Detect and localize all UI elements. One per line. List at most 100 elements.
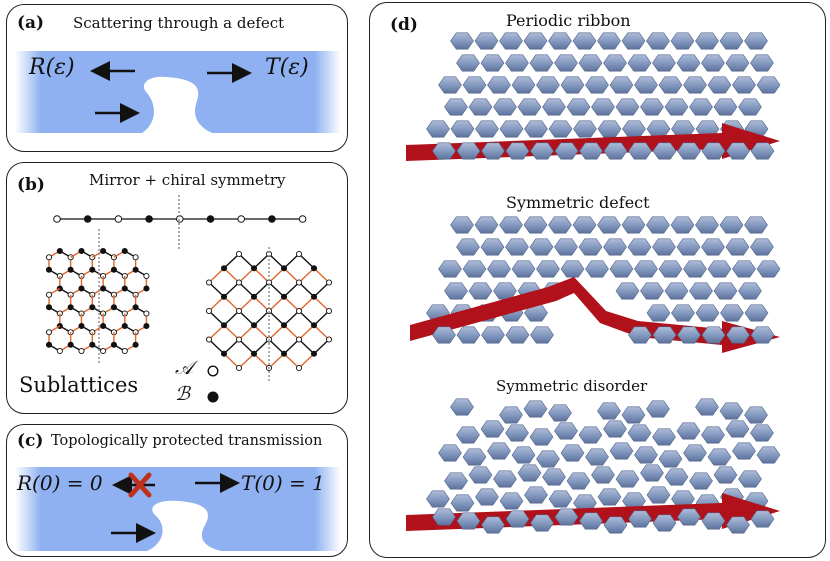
hexagon: [438, 260, 462, 278]
hexagon: [426, 120, 450, 138]
hexagon: [677, 142, 701, 160]
bond: [268, 253, 285, 269]
hexagon: [683, 260, 707, 278]
panel-label: (b): [17, 175, 45, 195]
legend-site-a: [207, 365, 219, 377]
hexagon: [652, 514, 677, 532]
site-b: [56, 247, 63, 255]
site-a: [235, 364, 243, 372]
site-a: [205, 307, 213, 315]
hexagon: [505, 510, 530, 528]
hexagon: [603, 420, 627, 438]
hexagon: [750, 326, 775, 344]
hexagon: [480, 420, 505, 438]
site-a: [143, 272, 150, 280]
site-b: [250, 265, 258, 272]
panel-b: (b) Mirror + chiral symmetry Sublattices…: [6, 162, 348, 414]
hexagon: [726, 142, 750, 160]
hexagon: [554, 238, 578, 256]
hexagon: [487, 442, 511, 460]
hexagon: [450, 32, 474, 50]
hexagon: [628, 510, 652, 528]
bond: [313, 296, 330, 312]
bond: [268, 281, 285, 298]
hexagon: [560, 76, 585, 94]
sublattice-a-label: 𝒜: [175, 357, 193, 379]
hexagon: [658, 76, 683, 94]
hexagon: [756, 446, 781, 464]
hexagon: [695, 216, 719, 234]
site-b: [250, 322, 258, 329]
site-a: [45, 291, 53, 298]
hexagon: [529, 238, 554, 256]
hexagon: [750, 424, 774, 442]
hexagon: [597, 216, 621, 234]
bond: [208, 324, 225, 341]
hexagon: [505, 54, 529, 72]
hexagon: [646, 400, 670, 418]
hexagon: [438, 76, 462, 94]
hexagon: [756, 260, 781, 278]
bond: [283, 353, 300, 369]
hexagon: [720, 304, 744, 322]
hexagon: [603, 142, 628, 160]
hexagon: [578, 426, 603, 444]
bond: [268, 310, 285, 326]
hexagon: [658, 260, 683, 278]
reflection-label: R(ε): [29, 55, 75, 80]
bond: [238, 353, 255, 369]
bond: [298, 253, 315, 269]
site-a: [298, 215, 307, 223]
hexagon: [456, 238, 480, 256]
hexagon: [450, 494, 475, 512]
hexagon: [444, 282, 468, 300]
hexagon: [603, 54, 627, 72]
hexagon: [634, 76, 658, 94]
hexagon: [432, 326, 456, 344]
hexagon: [505, 238, 529, 256]
hexagon: [456, 54, 480, 72]
hexagon: [622, 120, 646, 138]
hexagon: [597, 488, 622, 506]
site-b: [143, 322, 150, 330]
hexagon: [524, 486, 548, 504]
bond: [283, 310, 300, 326]
bond: [253, 253, 270, 269]
site-b: [145, 215, 153, 223]
hexagon: [603, 516, 628, 534]
bond: [283, 267, 300, 284]
site-a: [235, 279, 243, 286]
site-a: [53, 215, 61, 223]
bond: [253, 281, 270, 298]
lattice-graphic: [45, 195, 333, 403]
bond: [238, 253, 255, 269]
hexagon: [671, 304, 695, 322]
hexagon: [726, 326, 750, 344]
hexagon: [676, 54, 701, 72]
hexagon: [707, 260, 732, 278]
bond: [298, 310, 315, 326]
bond: [298, 353, 315, 369]
bond: [253, 267, 270, 284]
site-a: [205, 279, 213, 286]
blocked-cross-icon: [128, 472, 152, 498]
sublattices-label: Sublattices: [19, 373, 139, 397]
hexagon: [542, 98, 566, 116]
bond: [268, 296, 285, 312]
hexagon: [707, 76, 732, 94]
site-a: [45, 329, 53, 336]
hexagon: [487, 76, 511, 94]
bond: [268, 353, 285, 369]
bond: [223, 338, 240, 355]
site-b: [206, 215, 215, 223]
hexagon: [726, 516, 750, 534]
ribbon-disorder: [406, 398, 781, 534]
site-b: [220, 265, 228, 272]
site-b: [45, 304, 53, 311]
site-b: [220, 293, 228, 300]
site-b: [220, 322, 228, 329]
panel-label: (a): [17, 13, 45, 33]
hexagon: [573, 120, 597, 138]
hexagon: [732, 442, 756, 460]
site-b: [280, 322, 288, 329]
